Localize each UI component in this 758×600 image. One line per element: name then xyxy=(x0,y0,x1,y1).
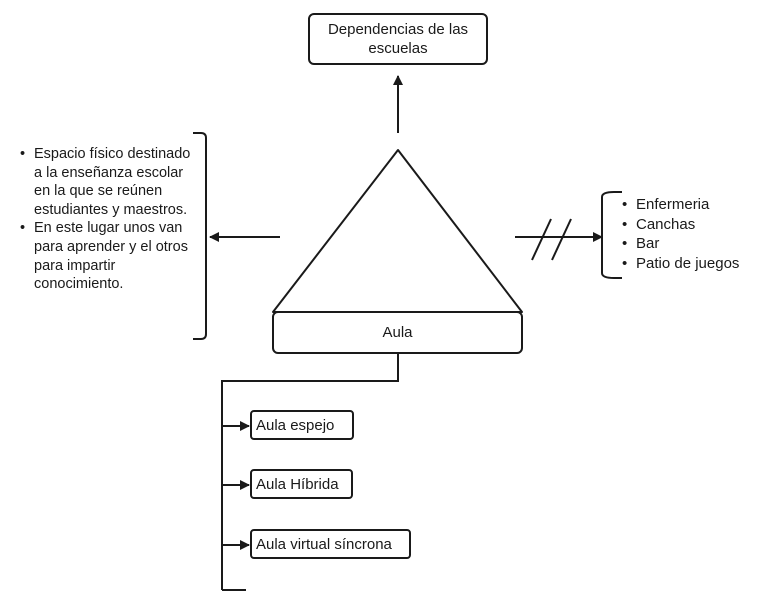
aula-virtual-sincrona-box: Aula virtual síncrona xyxy=(250,529,411,559)
negation-slash-2 xyxy=(551,218,572,261)
left-bracket xyxy=(193,132,207,340)
excluded-item: Canchas xyxy=(622,215,758,235)
excluded-list: Enfermeria Canchas Bar Patio de juegos xyxy=(622,195,758,273)
definition-item: Espacio físico destinado a la enseñanza … xyxy=(20,145,198,219)
dependencias-label: Dependencias de las escuelas xyxy=(327,21,469,57)
triangle-shape xyxy=(272,149,523,313)
definition-list: Espacio físico destinado a la enseñanza … xyxy=(20,145,198,294)
excluded-item: Enfermeria xyxy=(622,195,758,215)
excluded-item: Patio de juegos xyxy=(622,254,758,274)
aula-box: Aula xyxy=(272,311,523,354)
aula-type-label: Aula espejo xyxy=(256,416,335,434)
aula-espejo-box: Aula espejo xyxy=(250,410,354,440)
aula-label: Aula xyxy=(382,324,413,341)
negation-slash-1 xyxy=(531,218,552,261)
aula-type-label: Aula virtual síncrona xyxy=(256,535,392,553)
aula-hibrida-box: Aula Híbrida xyxy=(250,469,353,499)
right-bracket xyxy=(601,191,622,279)
definition-item: En este lugar unos van para aprender y e… xyxy=(20,219,198,293)
dependencias-box: Dependencias de las escuelas xyxy=(308,13,488,65)
excluded-item: Bar xyxy=(622,234,758,254)
aula-type-label: Aula Híbrida xyxy=(256,475,339,493)
